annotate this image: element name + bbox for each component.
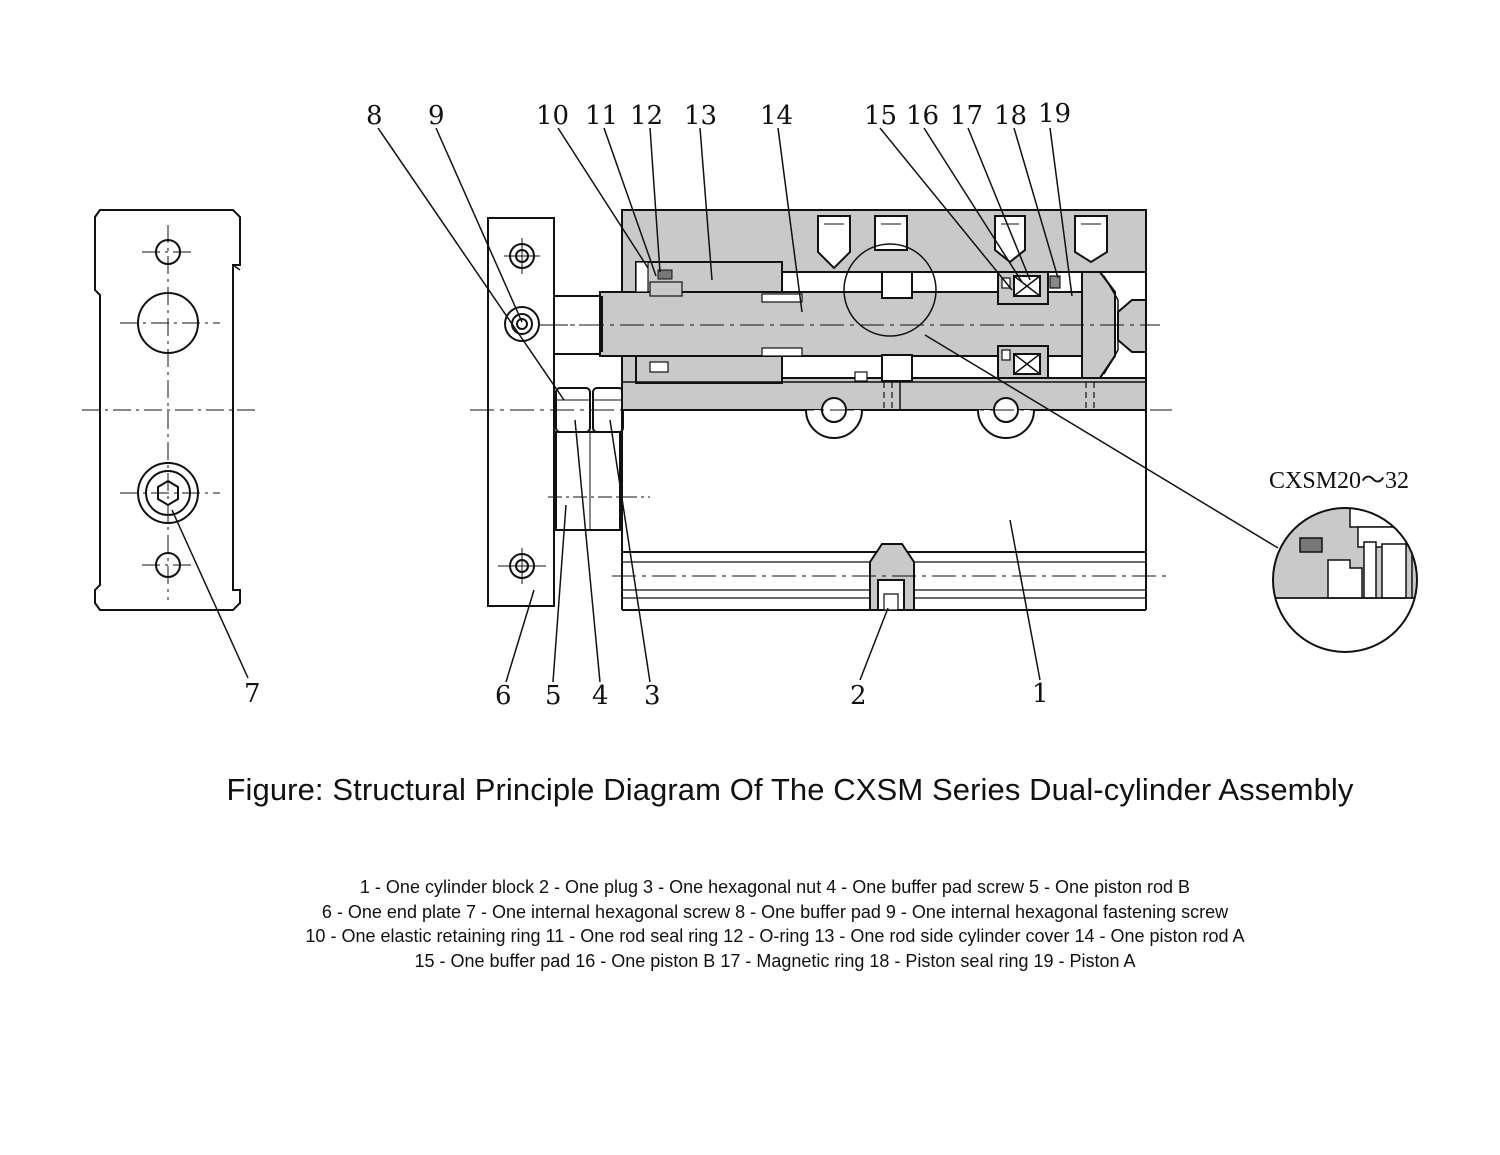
end-plate [487, 217, 555, 607]
callout-numbers: 8 9 10 11 12 13 14 15 16 17 18 19 7 6 5 … [244, 99, 1071, 711]
callout-5: 5 [545, 681, 562, 711]
parts-legend: 1 - One cylinder block 2 - One plug 3 - … [0, 875, 1500, 973]
callout-10: 10 [536, 101, 569, 131]
callout-7: 7 [244, 679, 261, 709]
callout-16: 16 [906, 101, 939, 131]
detail-inset: CXSM20～32 [1269, 468, 1418, 653]
callout-4: 4 [592, 681, 609, 711]
callout-8: 8 [366, 101, 383, 131]
callout-6: 6 [495, 681, 512, 711]
callout-1: 1 [1032, 679, 1049, 709]
detail-variant-label: CXSM20～32 [1269, 468, 1409, 494]
legend-line: 10 - One elastic retaining ring 11 - One… [305, 926, 1245, 946]
callout-13: 13 [684, 101, 717, 131]
callout-14: 14 [760, 101, 793, 131]
center-lines [470, 324, 1172, 577]
callout-3: 3 [644, 681, 661, 711]
leader-lines [171, 127, 1073, 683]
figure-caption: Figure: Structural Principle Diagram Of … [226, 772, 1354, 807]
callout-12: 12 [630, 101, 663, 131]
callout-17: 17 [950, 101, 983, 131]
callout-11: 11 [585, 101, 618, 131]
detail-marker-circle [843, 243, 937, 337]
legend-line: 6 - One end plate 7 - One internal hexag… [321, 901, 1229, 922]
side-view [82, 209, 258, 611]
callout-19: 19 [1038, 99, 1071, 129]
legend-line: 1 - One cylinder block 2 - One plug 3 - … [359, 877, 1191, 897]
legend-line: 15 - One buffer pad 16 - One piston B 17… [414, 950, 1136, 971]
callout-15: 15 [864, 101, 897, 131]
callout-18: 18 [994, 101, 1027, 131]
callout-9: 9 [428, 101, 445, 131]
callout-2: 2 [850, 681, 867, 711]
cylinder-block-lower [621, 397, 1147, 611]
detail-circle [1272, 507, 1418, 653]
detail-leader [924, 334, 1279, 549]
